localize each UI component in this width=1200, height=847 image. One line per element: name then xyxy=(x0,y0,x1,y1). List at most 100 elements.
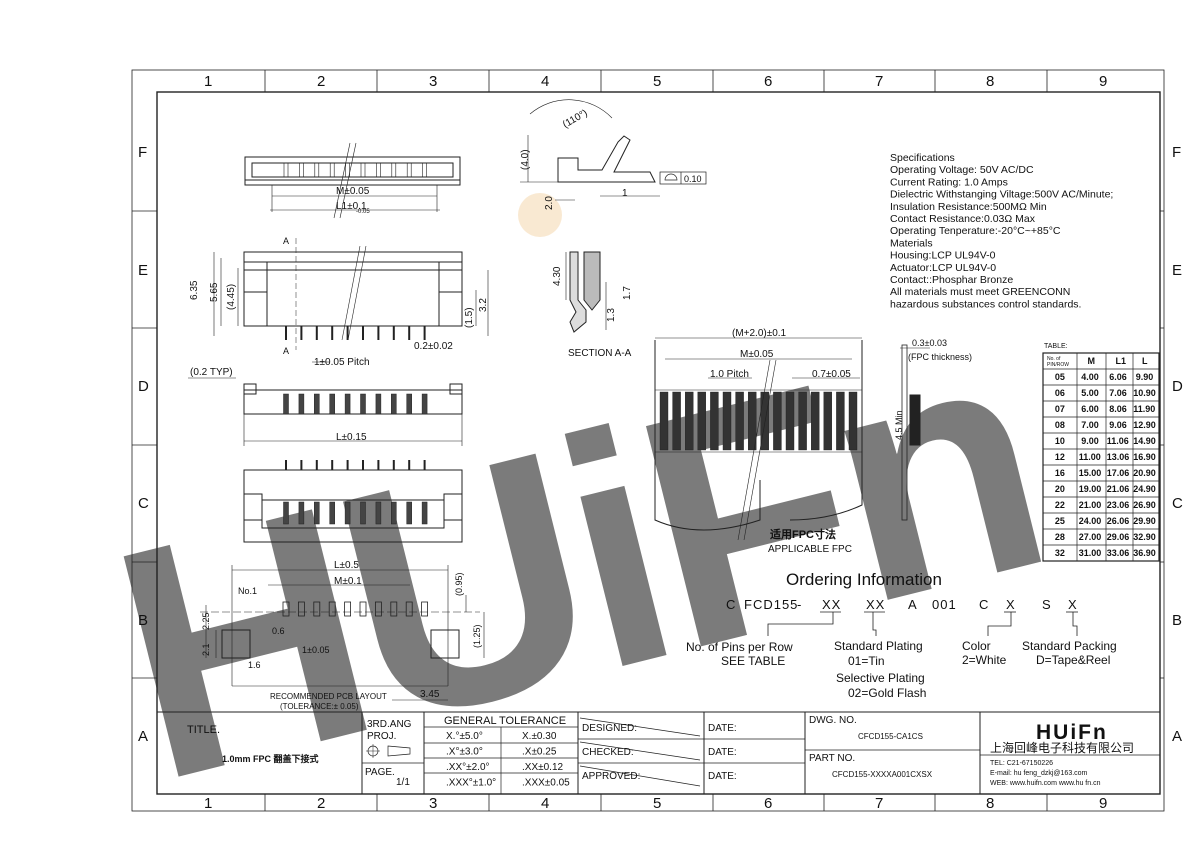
column-label-top: 7 xyxy=(875,73,883,90)
table-title: TABLE: xyxy=(1044,343,1068,350)
fpc-lead xyxy=(848,391,858,451)
side-view xyxy=(520,99,707,201)
table-cell: 24.00 xyxy=(1079,516,1102,526)
table-cell: 11.06 xyxy=(1107,436,1129,446)
column-label-top: 4 xyxy=(541,73,549,90)
ordering-packing-label: Standard Packing xyxy=(1022,639,1117,653)
rear-pin xyxy=(329,501,335,525)
table-cell: 10.90 xyxy=(1133,388,1156,398)
approved-label: APPROVED: xyxy=(582,771,640,782)
pcb-pad xyxy=(421,601,429,617)
table-cell: 29.90 xyxy=(1133,516,1156,526)
pcb-pad xyxy=(390,601,398,617)
specs-line: Current Rating: 1.0 Amps xyxy=(890,176,1008,188)
side-angle: (110°) xyxy=(561,108,590,131)
column-label-bottom: 3 xyxy=(429,795,437,812)
dwg-label: DWG. NO. xyxy=(809,715,857,726)
company-logo: HUiFn xyxy=(1036,721,1108,744)
column-label-top: 3 xyxy=(429,73,437,90)
front-h-635: 6.35 xyxy=(189,280,200,300)
section-h-17: 1.7 xyxy=(622,286,633,300)
row-label-right: D xyxy=(1172,378,1183,395)
specs-line: Dielectric Withstanging Viltage:500V AC/… xyxy=(890,189,1113,201)
top-dim-m: M±0.05 xyxy=(336,186,370,197)
fpc-lead xyxy=(685,391,694,451)
bottom-pin xyxy=(314,393,320,415)
top-pin xyxy=(422,162,427,178)
specs-line: Actuator:LCP UL94V-0 xyxy=(890,262,996,274)
table-cell: 7.00 xyxy=(1081,420,1099,430)
table-cell: 20.90 xyxy=(1133,468,1156,478)
table-cell: 08 xyxy=(1055,420,1065,430)
tolerance-angle: .X°±3.0° xyxy=(446,747,483,758)
row-label-right: E xyxy=(1172,262,1182,279)
bottom-pin xyxy=(360,393,366,415)
designed-date-label: DATE: xyxy=(708,723,737,734)
fpc-lead xyxy=(659,391,669,451)
rear-pin xyxy=(298,501,305,525)
table-cell: 6.06 xyxy=(1109,372,1127,382)
table-cell: 22 xyxy=(1055,500,1065,510)
front-h-32: 3.2 xyxy=(478,298,489,312)
specs-line: Contact::Phosphar Bronze xyxy=(890,274,1013,286)
table-cell: 12.90 xyxy=(1133,420,1156,430)
title-block xyxy=(157,711,1160,794)
table-cell: 12 xyxy=(1055,452,1065,462)
ordering-selective: Selective Plating xyxy=(836,671,925,685)
row-label-right: B xyxy=(1172,612,1182,629)
tolerance-angle: X.°±5.0° xyxy=(446,731,483,742)
pcb-pad xyxy=(313,601,321,617)
section-h-13: 1.3 xyxy=(606,308,617,322)
specs-line: Operating Voltage: 50V AC/DC xyxy=(890,164,1034,176)
ordering-pins-sub: SEE TABLE xyxy=(721,654,785,668)
table-cell: 7.06 xyxy=(1109,388,1127,398)
page-value: 1/1 xyxy=(396,777,410,788)
column-label-top: 1 xyxy=(204,73,212,90)
side-flatness: 0.10 xyxy=(684,174,702,184)
table-cell: 07 xyxy=(1055,404,1065,414)
top-dim-l1-tol: -0.05 xyxy=(356,209,370,215)
table-cell: 33.06 xyxy=(1107,548,1130,558)
table-cell: 36.90 xyxy=(1133,548,1156,558)
table-cell: 20 xyxy=(1055,484,1065,494)
pcb-d1: 1±0.05 xyxy=(302,645,329,655)
ordering-code-segment: 001 xyxy=(932,597,957,612)
table-cell: 10 xyxy=(1055,436,1065,446)
approved-date-label: DATE: xyxy=(708,771,737,782)
section-label: SECTION A-A xyxy=(568,348,632,359)
tolerance-title: GENERAL TOLERANCE xyxy=(444,715,566,727)
company-name-cn: 上海回峰电子科技有限公司 xyxy=(990,740,1134,755)
top-pin xyxy=(329,162,335,178)
proj-label-2: PROJ. xyxy=(367,731,396,742)
top-pin xyxy=(314,162,320,178)
rear-pin xyxy=(283,501,289,525)
front-h-565: 5.65 xyxy=(209,282,220,302)
bottom-pin xyxy=(329,393,335,415)
pcb-d345: 3.45 xyxy=(420,689,440,700)
fpc-title-cn: 适用FPC寸法 xyxy=(770,527,836,541)
table-cell: 25 xyxy=(1055,516,1065,526)
bottom-dim-l: L±0.15 xyxy=(336,432,367,443)
table-cell: 13.06 xyxy=(1107,452,1130,462)
pcb-dim-l: L±0.5 xyxy=(334,560,359,571)
pcb-pad xyxy=(282,601,290,617)
table-cell: 9.06 xyxy=(1109,420,1127,430)
fpc-width-m: M±0.05 xyxy=(740,349,774,360)
table-cell: 14.90 xyxy=(1133,436,1156,446)
table-cell: 17.06 xyxy=(1107,468,1130,478)
pcb-d095: (0.95) xyxy=(454,572,464,596)
side-h-40: (4.0) xyxy=(520,149,531,170)
tolerance-angle: .XXX°±1.0° xyxy=(446,778,496,789)
pcb-tolerance: (TOLERANCE:± 0.05) xyxy=(280,702,359,711)
title-value: 1.0mm FPC 翻盖下接式 xyxy=(222,753,319,764)
table-cell: 21.06 xyxy=(1107,484,1130,494)
front-h-445: (4.45) xyxy=(226,284,237,310)
pcb-pad xyxy=(374,601,382,617)
ordering-color-sub: 2=White xyxy=(962,653,1007,667)
designed-label: DESIGNED: xyxy=(582,723,637,734)
front-h-15: (1.5) xyxy=(464,307,475,328)
fpc-thickness-label: (FPC thickness) xyxy=(908,352,972,362)
table-cell: 32.90 xyxy=(1133,532,1156,542)
